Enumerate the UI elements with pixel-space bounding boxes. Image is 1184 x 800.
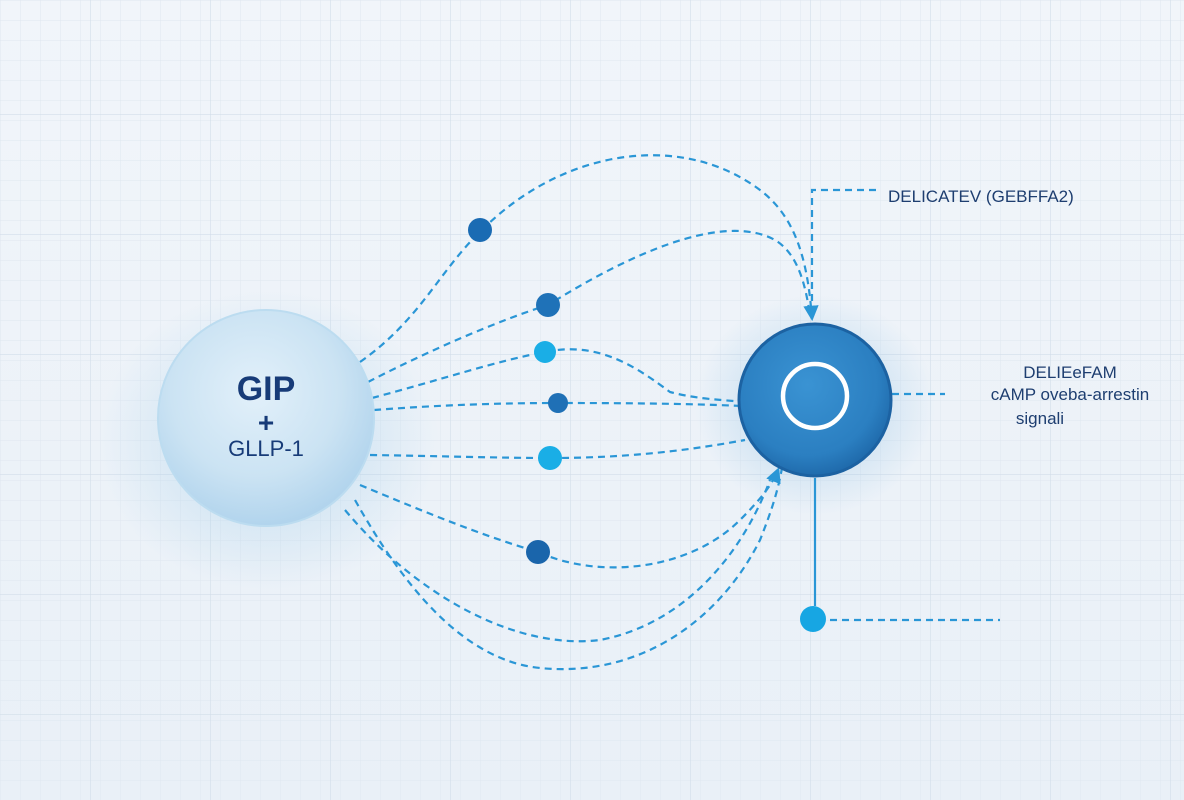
node-light-2[interactable] <box>538 446 562 470</box>
node-dark-1[interactable] <box>468 218 492 242</box>
side-label-line1: DELIEeFAM <box>1023 363 1117 382</box>
node-light-1[interactable] <box>534 341 556 363</box>
source-node-plus: + <box>258 407 274 438</box>
target-node[interactable] <box>737 322 893 478</box>
source-node-subtitle: GLLP-1 <box>228 436 304 461</box>
connection-arc-2 <box>367 229 812 383</box>
node-dark-2[interactable] <box>536 293 560 317</box>
target-top-label: DELICATEV (GEBFFA2) <box>888 187 1074 206</box>
connection-line-6 <box>359 467 781 569</box>
open-circle-icon <box>780 361 850 431</box>
connection-lower-arc <box>344 479 772 643</box>
top-label-connector <box>810 188 876 318</box>
source-node-title: GIP <box>237 370 296 408</box>
connection-top-arc <box>359 154 819 363</box>
node-dark-4[interactable] <box>526 540 550 564</box>
target-side-label: DELIEeFAM cAMP oveba-arrestin signali <box>991 363 1149 428</box>
node-dark-3[interactable] <box>548 393 568 413</box>
side-label-line2: cAMP oveba-arrestin <box>991 385 1149 404</box>
side-label-line3: signali <box>1016 409 1064 428</box>
node-light-bottom[interactable] <box>800 606 826 632</box>
source-node[interactable]: GIP + GLLP-1 <box>157 309 375 527</box>
